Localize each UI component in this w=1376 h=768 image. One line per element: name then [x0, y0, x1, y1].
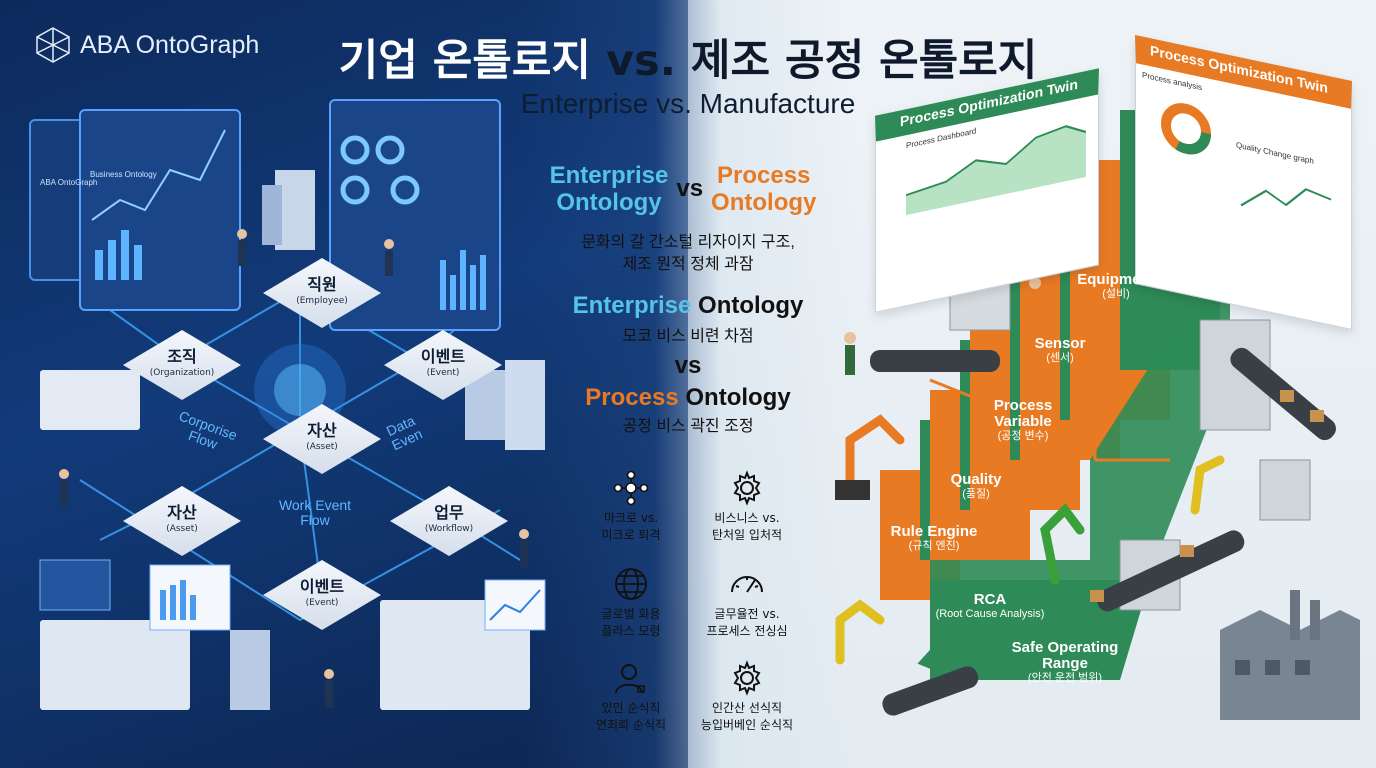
panel-orange-dashboard: Process Optimization Twin Process analys…: [1135, 34, 1352, 331]
node-event-bottom: 이벤트(Event): [263, 560, 381, 630]
page-title: 기업 온톨로지 vs. 제조 공정 온톨로지: [0, 26, 1376, 88]
feature-process: 글무율전 vs.프로세스 전싱심: [682, 566, 812, 640]
gear-icon: [733, 660, 761, 696]
feature-business: 비스니스 vs.탄처일 입처적: [682, 470, 812, 544]
globe-icon: [615, 568, 647, 600]
node-event-top: 이벤트(Event): [384, 330, 502, 400]
process-ontology-heading: Process Ontology: [585, 384, 791, 411]
process-ontology-desc: 공정 비스 곽진 조정: [622, 418, 754, 435]
node-employee: 직원(Employee): [263, 258, 381, 328]
node-workflow: 업무(Workflow): [390, 486, 508, 556]
step-process-variable: Process Variable(공정 변수): [993, 397, 1053, 443]
enterprise-ontology-heading: Enterprise Ontology: [572, 292, 804, 319]
title-right: 제조 공정 온톨로지: [690, 36, 1038, 86]
vs-label-2: vs: [674, 352, 702, 379]
node-organization: 조직(Organization): [123, 330, 241, 400]
step-sensor: Sensor(센서): [1034, 335, 1086, 365]
brand-name: ABA OntoGraph: [80, 30, 260, 59]
step-rule-engine: Rule Engine(규칙 엔진): [890, 523, 978, 553]
feature-macro-micro: 마크로 vs.미크로 퇴격: [566, 470, 696, 544]
screen2-label: Business Ontology: [90, 170, 157, 179]
vs-label: vs: [676, 175, 704, 202]
network-nodes-icon: [613, 470, 649, 506]
enterprise-ontology-desc: 모코 비스 비련 차점: [622, 328, 754, 345]
title-left: 기업 온톨로지: [338, 36, 591, 86]
step-safe-operating-range: Safe Operating Range(안전 운전 범위): [1011, 639, 1119, 685]
title-vs: vs.: [605, 36, 676, 86]
node-asset-left: 자산(Asset): [123, 486, 241, 556]
screen1-label: ABA OntoGraph: [40, 178, 98, 187]
panel-green-dashboard: Process Optimization Twin Process Dashbo…: [875, 68, 1099, 313]
step-rca: RCA(Root Cause Analysis): [935, 591, 1045, 621]
page-subtitle: Enterprise vs. Manufacture: [520, 88, 856, 119]
background-blend: [520, 0, 856, 768]
step-process: Process(공정): [1140, 215, 1200, 245]
polyhedron-logo-icon: [36, 27, 70, 63]
node-asset-center: 자산(Asset): [263, 404, 381, 474]
user-icon: [615, 664, 645, 694]
center-description: 문화의 갈 간소털 리자이지 구조,제조 뭔적 정체 과잠: [581, 234, 795, 273]
gear-icon: [733, 470, 761, 506]
step-equipment: Equipment(설비): [1077, 271, 1155, 301]
gauge-icon: [731, 576, 763, 593]
brand: ABA OntoGraph: [34, 26, 259, 64]
step-quality: Quality(품질): [950, 471, 1002, 501]
